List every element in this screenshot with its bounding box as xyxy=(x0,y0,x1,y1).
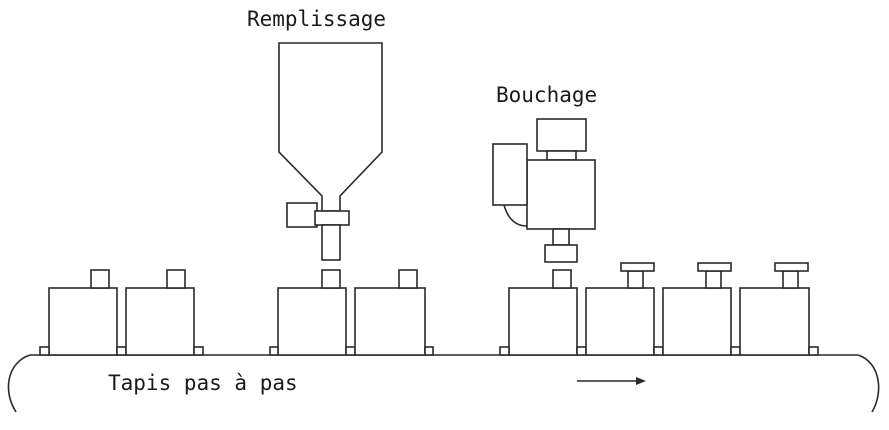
conveyor-belt: Tapis pas à pas xyxy=(7,354,880,413)
cap xyxy=(620,262,655,272)
container-capped xyxy=(662,262,741,356)
capping-head xyxy=(526,159,596,230)
cap xyxy=(697,262,732,272)
filling-valve-collar xyxy=(314,210,350,226)
container-filling xyxy=(269,269,356,356)
container-capping xyxy=(499,269,587,356)
belt-left-end xyxy=(7,354,31,413)
hopper xyxy=(278,42,383,212)
capping-motor xyxy=(536,118,587,152)
capping-chuck xyxy=(544,244,578,263)
belt-cleat xyxy=(424,346,434,356)
filling-station-label: Remplissage xyxy=(247,7,386,31)
belt-cleat xyxy=(653,346,664,356)
belt-cleat xyxy=(576,346,587,356)
direction-arrow xyxy=(577,377,646,385)
container-filled xyxy=(354,269,434,356)
conveyor-label: Tapis pas à pas xyxy=(108,371,298,395)
filling-station: Remplissage xyxy=(247,7,386,261)
belt-right-end xyxy=(857,354,880,413)
capping-coupling xyxy=(546,150,577,161)
belt-cleat xyxy=(345,346,356,356)
filling-nozzle xyxy=(321,224,341,261)
belt-cleat xyxy=(193,346,204,356)
container-empty xyxy=(39,269,127,356)
cap-feed-chute xyxy=(503,204,528,227)
belt-cleat xyxy=(39,346,50,356)
belt-cleat xyxy=(730,346,741,356)
belt-cleat xyxy=(808,346,819,356)
belt-cleat xyxy=(499,346,510,356)
cap xyxy=(774,262,809,272)
filling-valve-actuator xyxy=(286,202,318,228)
container-empty xyxy=(125,269,204,356)
container-capped xyxy=(739,262,819,356)
belt-cleat xyxy=(116,346,127,356)
capping-station: Bouchage xyxy=(492,83,597,263)
capping-station-label: Bouchage xyxy=(496,83,597,107)
belt-cleat xyxy=(269,346,279,356)
capping-spindle xyxy=(552,228,570,246)
container-capped xyxy=(585,262,664,356)
cap-magazine xyxy=(492,143,528,206)
